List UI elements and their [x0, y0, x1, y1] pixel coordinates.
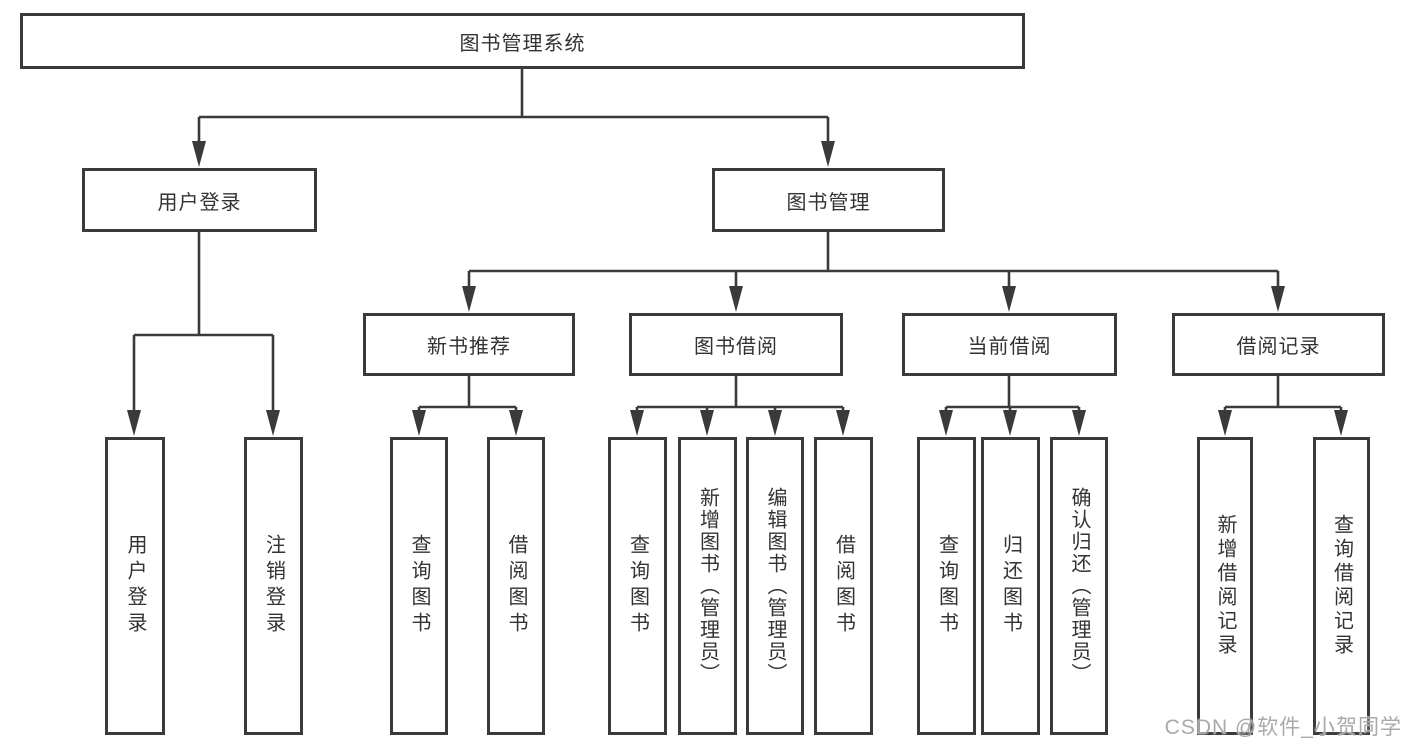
- node-label: 新书推荐: [427, 336, 511, 358]
- node-new-book-recommend: 新书推荐: [363, 313, 575, 376]
- node-library-management-system: 图书管理系统: [20, 13, 1025, 69]
- node-label: 查询图书: [408, 534, 430, 638]
- node-label: 图书管理系统: [459, 32, 586, 55]
- node-label: 编辑图书（管理员）: [764, 487, 786, 685]
- leaf-query-books-3: 查询图书: [917, 437, 976, 735]
- node-label: 图书管理: [786, 191, 871, 214]
- node-current-borrow: 当前借阅: [902, 313, 1117, 376]
- node-label: 用户登录: [157, 191, 242, 214]
- node-label: 图书借阅: [694, 336, 778, 358]
- leaf-edit-books-admin: 编辑图书（管理员）: [746, 437, 804, 735]
- leaf-confirm-return-admin: 确认归还（管理员）: [1050, 437, 1108, 735]
- node-label: 用户登录: [124, 534, 146, 638]
- node-book-management: 图书管理: [712, 168, 945, 232]
- node-user-login-group: 用户登录: [82, 168, 317, 232]
- leaf-logout: 注销登录: [244, 437, 303, 735]
- csdn-watermark: CSDN @软件_小贺同学: [1164, 716, 1402, 739]
- node-label: 借阅图书: [832, 534, 855, 638]
- leaf-query-books: 查询图书: [390, 437, 448, 735]
- arrowhead-icons: [127, 141, 1348, 436]
- node-label: 归还图书: [999, 534, 1022, 638]
- node-label: 新增借阅记录: [1214, 514, 1236, 658]
- node-label: 新增图书（管理员）: [696, 487, 719, 685]
- node-borrow-record: 借阅记录: [1172, 313, 1385, 376]
- node-label: 当前借阅: [967, 336, 1052, 358]
- node-label: 借阅记录: [1236, 336, 1321, 358]
- leaf-query-borrow-record: 查询借阅记录: [1313, 437, 1370, 735]
- node-label: 查询图书: [626, 534, 649, 638]
- leaf-return-books: 归还图书: [981, 437, 1040, 735]
- node-label: 确认归还（管理员）: [1068, 487, 1090, 685]
- node-label: 查询借阅记录: [1330, 514, 1353, 658]
- node-label: 借阅图书: [505, 534, 527, 638]
- leaf-user-login: 用户登录: [105, 437, 165, 735]
- leaf-borrow-books: 借阅图书: [487, 437, 545, 735]
- node-book-borrow: 图书借阅: [629, 313, 843, 376]
- leaf-add-books-admin: 新增图书（管理员）: [678, 437, 737, 735]
- node-label: 查询图书: [935, 534, 958, 638]
- node-label: 注销登录: [262, 534, 285, 638]
- leaf-borrow-books-2: 借阅图书: [814, 437, 873, 735]
- leaf-query-books-2: 查询图书: [608, 437, 667, 735]
- leaf-add-borrow-record: 新增借阅记录: [1197, 437, 1253, 735]
